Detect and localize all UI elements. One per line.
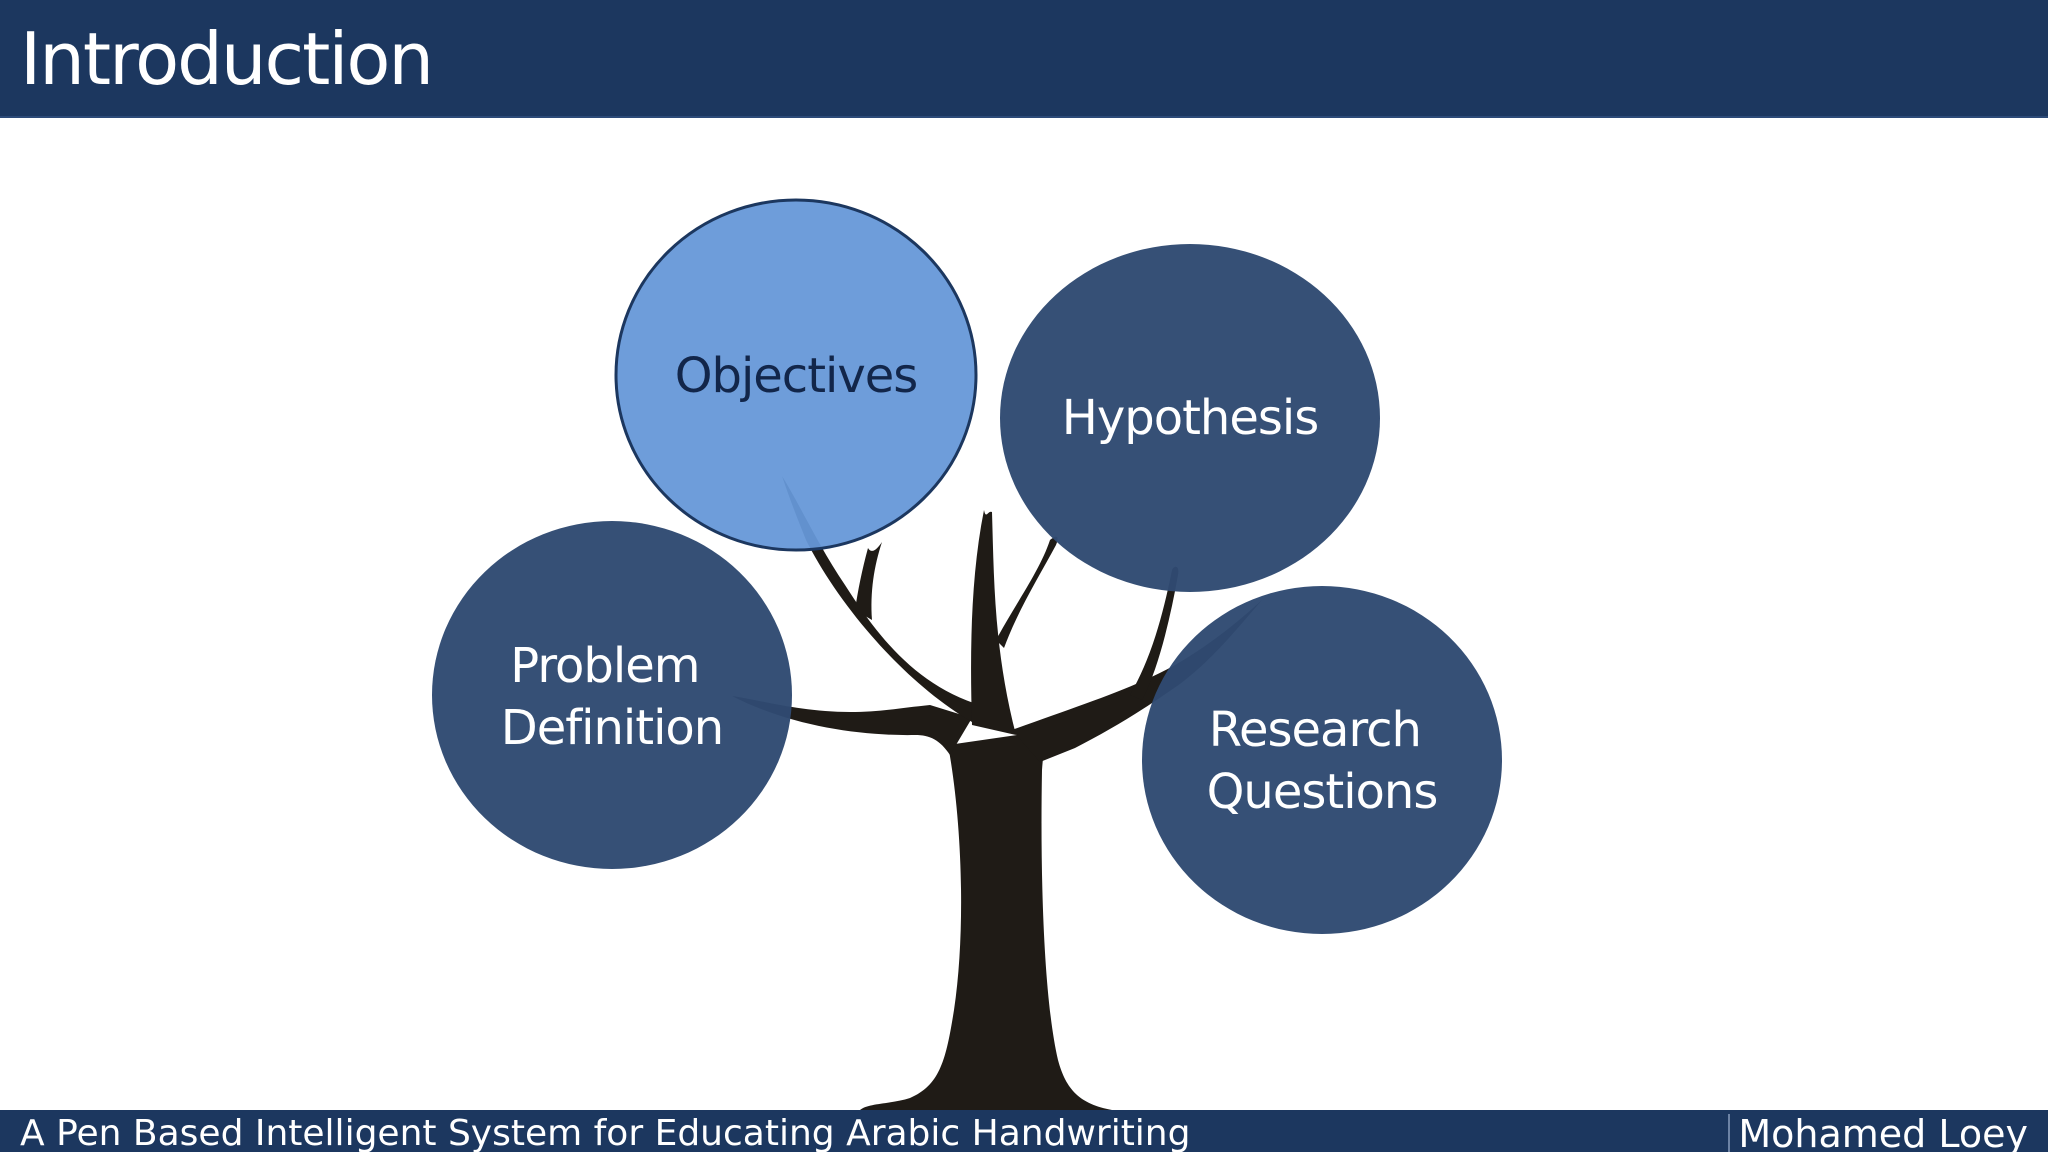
bubble-problem-line1: Problem [510,638,699,694]
svg-text:Research Questions: Research Questions [1207,702,1438,820]
bubble-objectives-label: Objectives [675,348,918,404]
bubble-hypothesis[interactable]: Hypothesis [1000,244,1380,592]
tree-twig-left [855,542,882,620]
tree-twig-center [996,536,1058,648]
bubble-research-line1: Research [1209,702,1421,758]
bubble-objectives[interactable]: Objectives [614,198,978,552]
bubble-hypothesis-label: Hypothesis [1062,390,1318,446]
tree-branch-center [971,510,1016,735]
footer-presentation-title: A Pen Based Intelligent System for Educa… [20,1113,1191,1152]
bubble-problem-definition[interactable]: Problem Definition [432,521,792,869]
slide-title: Introduction [20,17,434,101]
svg-text:Problem Definition: Problem Definition [501,638,723,756]
bubble-research-line2: Questions [1207,764,1438,820]
footer-bar: A Pen Based Intelligent System for Educa… [0,1110,2048,1152]
footer-divider [1728,1114,1730,1152]
tree-twig-right [1130,566,1179,700]
bubble-problem-line2: Definition [501,700,723,756]
title-bar: Introduction [0,0,2048,118]
tree-graphic [732,476,1262,1110]
footer-author: Mohamed Loey [1738,1112,2028,1152]
tree-branch-right [1012,600,1262,762]
tree-branch-left [732,696,972,755]
tree-trunk [860,730,1112,1110]
bubble-research-questions[interactable]: Research Questions [1142,586,1502,934]
